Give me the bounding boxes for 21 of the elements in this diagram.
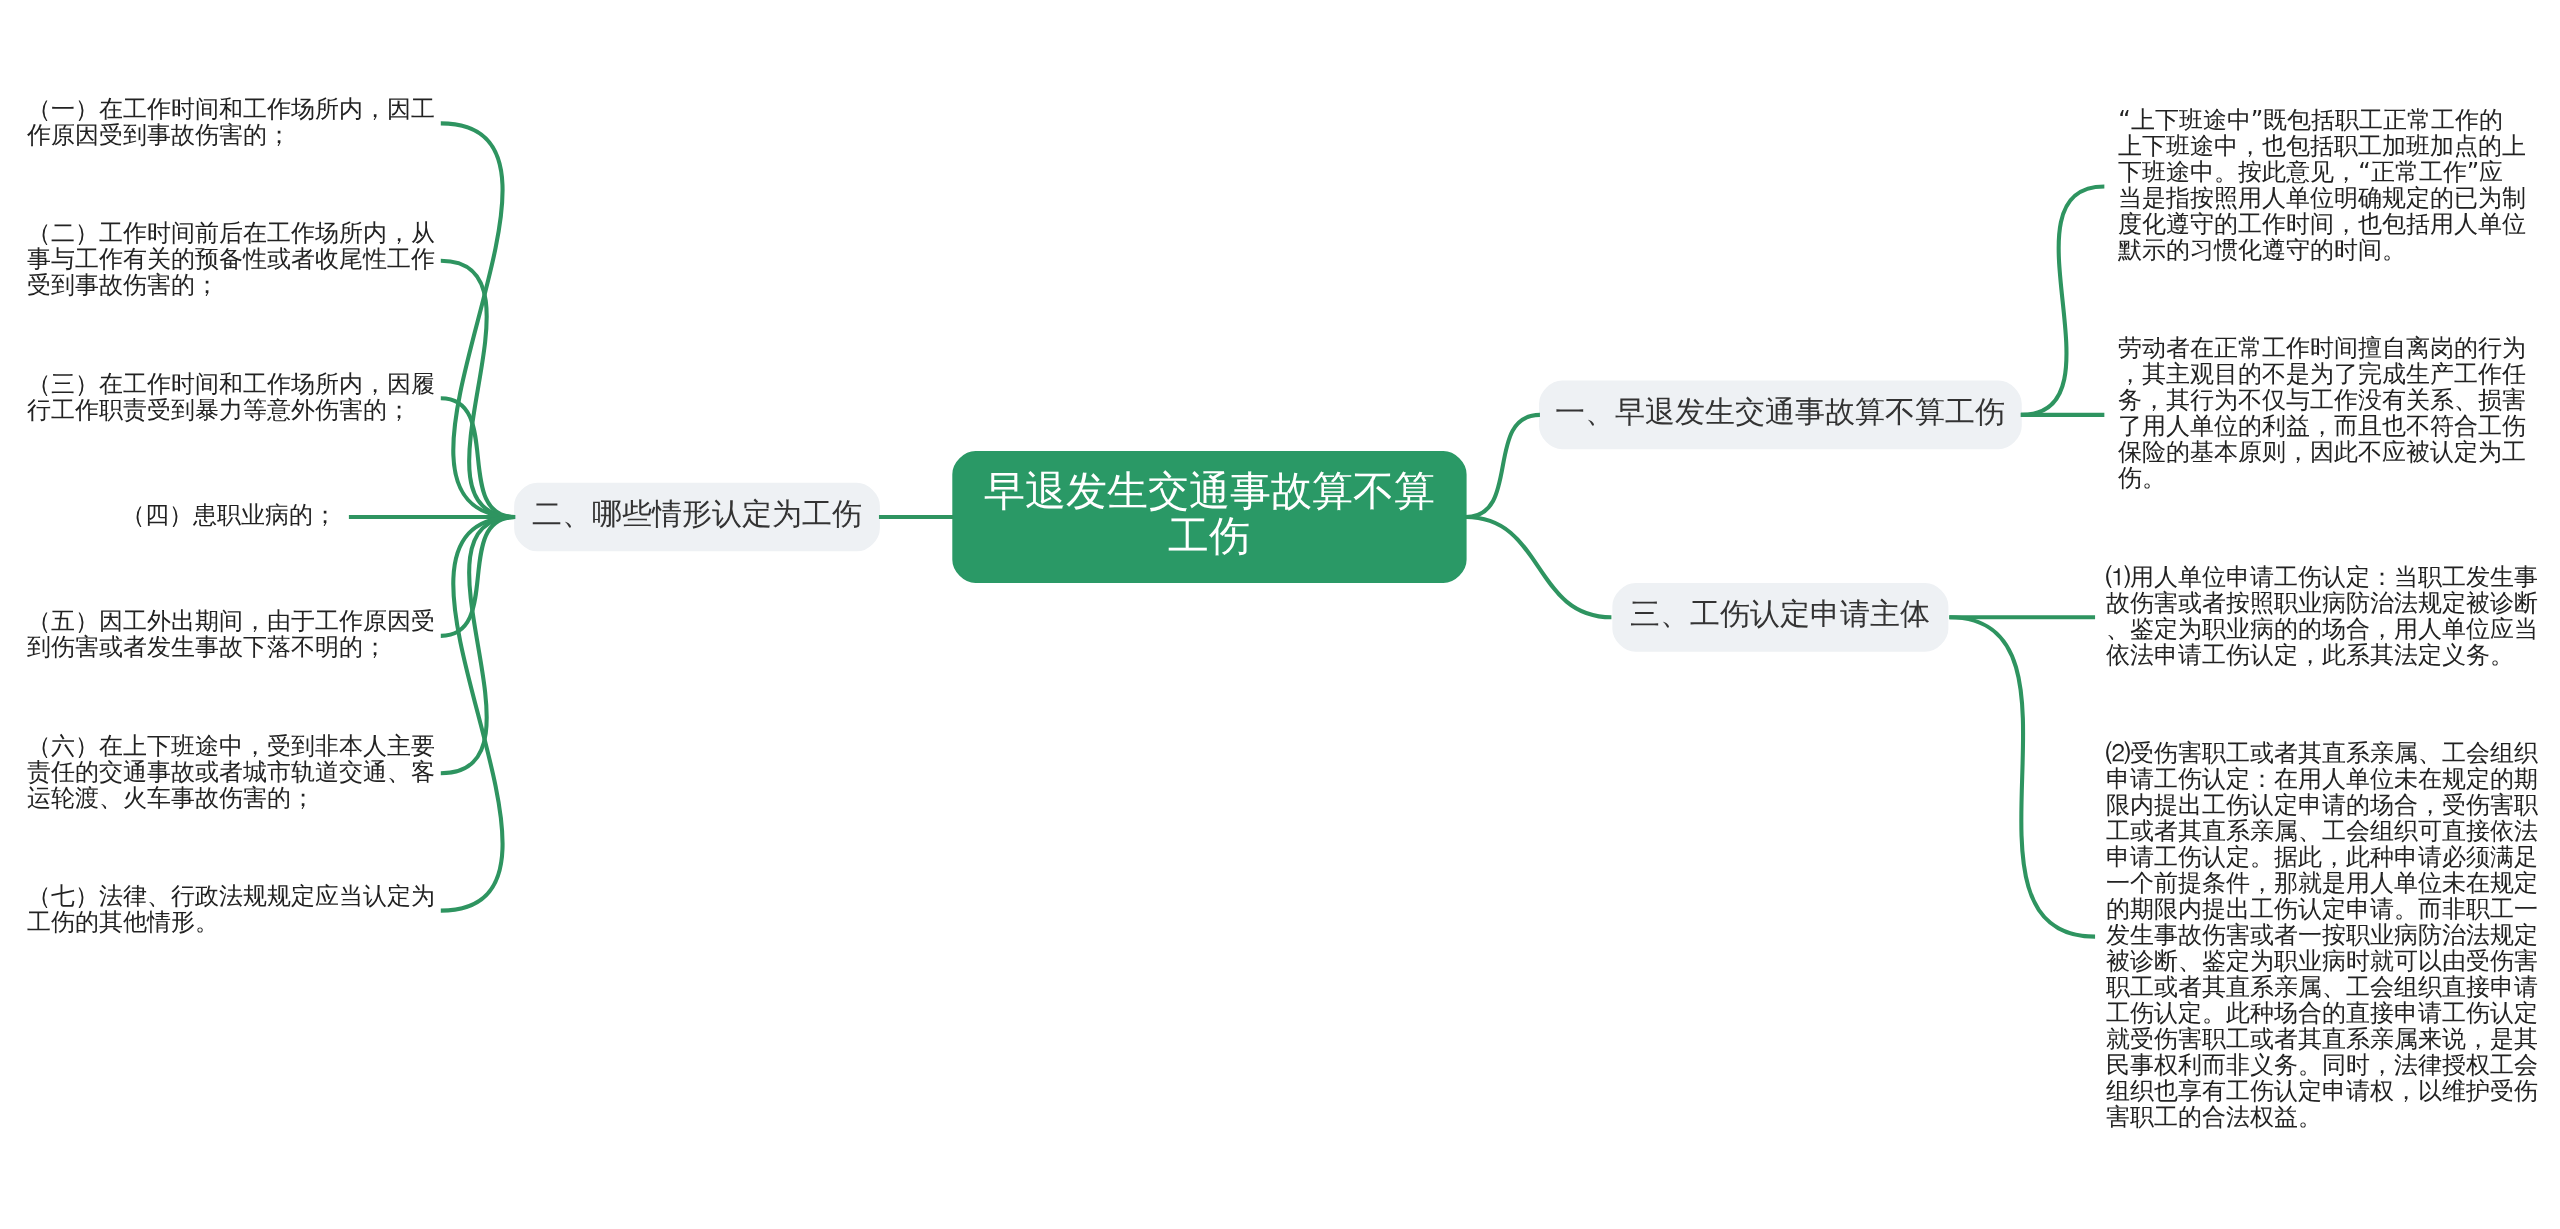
connector xyxy=(2020,412,2105,417)
connector xyxy=(2020,184,2105,417)
node-text: 劳动者在正常工作时间擅自离岗的行为，其主观目的不是为了完成生产工作任务，其行为不仅与工作没有关系、损害了用人单位的利益，而且也不符合工伤保险的基本原则，因此不应被认定为工伤。 xyxy=(2118,334,2527,493)
connector xyxy=(1948,615,2096,939)
node-box: 三、工伤认定申请主体 xyxy=(1612,582,1949,652)
node-text: （六）在上下班途中，受到非本人主要责任的交通事故或者城市轨道交通、客运轮渡、火车事故伤害的； xyxy=(26,731,435,812)
node-text: （四）患职业病的； xyxy=(121,501,338,530)
node-text: ⑴用人单位申请工伤认定：当职工发生事故伤害或者按照职业病防治法规定被诊断、鉴定为职业病的的场合，用人单位应当依法申请工伤认定，此系其法定义务。 xyxy=(2106,562,2539,669)
connector xyxy=(878,515,954,520)
connector xyxy=(440,515,516,913)
node-text: （一）在工作时间和工作场所内，因工作原因受到事故伤害的； xyxy=(26,94,435,149)
node-text: “上下班途中”既包括职工正常工作的上下班途中，也包括职工加班加点的上下班途中。按此意见，“正常工作”应当是指按照用人单位明确规定的已为制度化遵守的工作时间，也包括用人单位默示的习惯化遵守的时间。 xyxy=(2118,105,2527,264)
node-text: （五）因工外出期间，由于工作原因受到伤害或者发生事故下落不明的； xyxy=(26,607,435,662)
connector xyxy=(1465,515,1612,620)
node-text: ⑵受伤害职工或者其直系亲属、工会组织申请工伤认定：在用人单位未在规定的期限内提出工伤认定申请的场合，受伤害职工或者其直系亲属、工会组织可直接依法申请工伤认定。据此，此种申请必须满足一个前提条件，那就是用人单位未在规定的期限内提出工伤认定申请。而非职工一发生事故伤害或者一按职业病防治法规定被诊断、鉴定为职业病时就可以由受伤害职工或者其直系亲属、工会组织直接申请工伤认定。此种场合的直接申请工伤认定就受伤害职工或者其直系亲属来说，是其民事权利而非义务。同时，法律授权工会组织也享有工伤认定申请权，以维护受伤害职工的合法权益。 xyxy=(2106,738,2539,1131)
node-text: （三）在工作时间和工作场所内，因履行工作职责受到暴力等意外伤害的； xyxy=(26,369,435,424)
node-box: 一、早退发生交通事故算不算工伤 xyxy=(1539,380,2022,450)
node-text: （七）法律、行政法规规定应当认定为工伤的其他情形。 xyxy=(26,881,435,936)
node-box: 二、哪些情形认定为工伤 xyxy=(514,482,880,552)
node-text: （二）工作时间前后在工作场所内，从事与工作有关的预备性或者收尾性工作受到事故伤害的； xyxy=(26,219,435,300)
node-box: 早退发生交通事故算不算工伤 xyxy=(952,451,1467,583)
